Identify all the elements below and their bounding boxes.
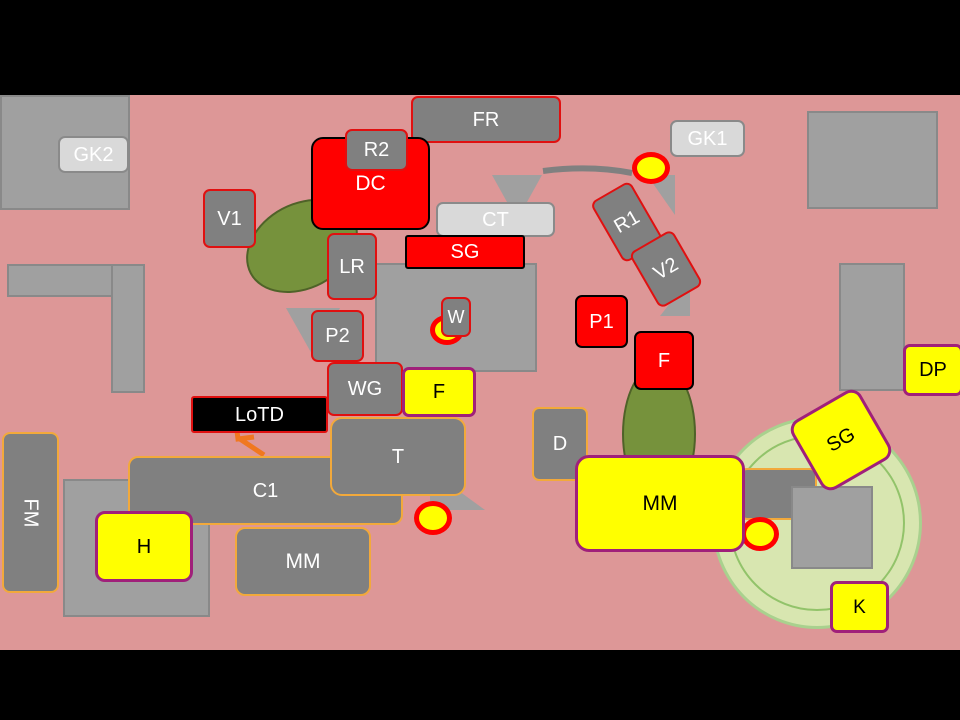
box-p2: P2 bbox=[311, 310, 364, 362]
box-mm-large: MM bbox=[575, 455, 745, 552]
box-f-red: F bbox=[634, 331, 694, 390]
building-circle-center bbox=[791, 486, 873, 569]
box-sg-red: SG bbox=[405, 235, 525, 269]
box-fm-label: FM bbox=[19, 498, 42, 527]
building-top-right bbox=[807, 111, 938, 209]
box-fr: FR bbox=[411, 96, 561, 143]
box-gk2: GK2 bbox=[58, 136, 129, 173]
box-f-yellow: F bbox=[402, 367, 476, 417]
box-p1: P1 bbox=[575, 295, 628, 348]
map-area: FR GK2 GK1 DC R2 CT SG V1 LR W R1 V2 P1 … bbox=[0, 95, 960, 650]
box-h: H bbox=[95, 511, 193, 582]
box-t: T bbox=[330, 417, 466, 496]
marker-bottom-right bbox=[741, 517, 779, 551]
box-v1: V1 bbox=[203, 189, 256, 248]
wall-left-vertical bbox=[111, 264, 145, 393]
box-fm: FM bbox=[2, 432, 59, 593]
box-gk1: GK1 bbox=[670, 120, 745, 157]
box-ct: CT bbox=[436, 202, 555, 237]
box-lotd: LoTD bbox=[191, 396, 328, 433]
box-wg: WG bbox=[327, 362, 403, 416]
curved-connector bbox=[542, 165, 633, 176]
box-r2: R2 bbox=[345, 129, 408, 171]
marker-bottom-center bbox=[414, 501, 452, 535]
box-w: W bbox=[441, 297, 471, 337]
box-k: K bbox=[830, 581, 889, 633]
building-right-tall bbox=[839, 263, 905, 391]
box-mm-small: MM bbox=[235, 527, 371, 596]
box-lr: LR bbox=[327, 233, 377, 300]
box-dp: DP bbox=[903, 344, 960, 396]
marker-top-right bbox=[632, 152, 670, 184]
orange-arrow-shaft bbox=[238, 436, 266, 458]
